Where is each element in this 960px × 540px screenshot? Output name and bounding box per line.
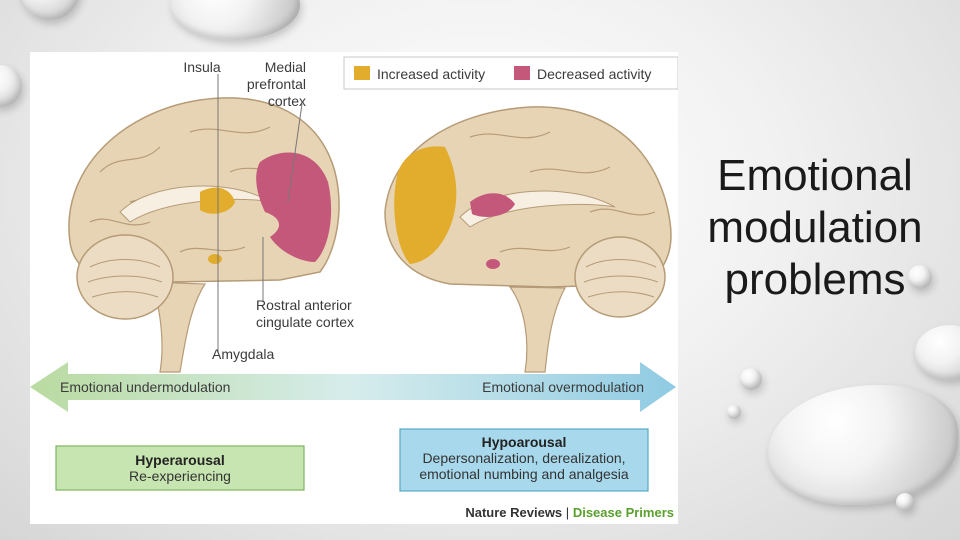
water-drop-decoration: [20, 0, 80, 20]
water-drop-decoration: [908, 265, 932, 289]
slide-title: Emotional modulation problems: [707, 151, 923, 304]
right-amygdala-region: [486, 259, 500, 269]
left-amygdala-region: [208, 254, 222, 264]
hypoarousal-text: Hypoarousal Depersonalization, derealiza…: [400, 434, 648, 482]
right-cerebellum-folia: [583, 259, 659, 298]
double-arrow-shape: [30, 362, 676, 412]
legend-label-increased: Increased activity: [377, 66, 485, 82]
label-amygdala: Amygdala: [212, 346, 274, 362]
label-racc-line2: cingulate cortex: [256, 314, 354, 330]
hyperarousal-text: Hyperarousal Re-experiencing: [56, 452, 304, 484]
label-mpfc-line1: Medial: [265, 59, 306, 75]
right-cerebellum: [574, 236, 666, 318]
credit-publisher: Nature Reviews: [465, 505, 563, 520]
water-drop-decoration: [727, 405, 741, 419]
hypoarousal-title: Hypoarousal: [481, 434, 567, 450]
hypoarousal-box: [399, 428, 649, 492]
legend-label-decreased: Decreased activity: [537, 66, 651, 82]
modulation-arrow: Emotional undermodulation Emotional over…: [30, 362, 676, 412]
right-brain-gyri: [469, 131, 656, 253]
legend-frame: [343, 56, 678, 90]
left-mpfc-region: [256, 152, 332, 262]
legend: Increased activity Decreased activity: [343, 56, 678, 90]
left-cerebellum-folia: [87, 259, 163, 298]
water-drop-decoration: [896, 493, 914, 511]
label-racc-line1: Rostral anterior: [256, 297, 352, 313]
hyperarousal-line1: Re-experiencing: [129, 468, 231, 484]
water-drop-decoration: [915, 325, 960, 380]
brain-diagram-svg: Insula Medial prefrontal cortex Rostral …: [30, 56, 678, 492]
hypoarousal-line2: emotional numbing and analgesia: [419, 466, 629, 482]
legend-swatch-increased: [354, 66, 370, 80]
water-drop-decoration: [768, 385, 958, 505]
hypoarousal-line1: Depersonalization, derealization,: [422, 450, 626, 466]
left-brain: [68, 74, 340, 373]
brain-diagram-figure: Insula Medial prefrontal cortex Rostral …: [30, 52, 678, 524]
right-insula-region: [470, 193, 515, 217]
mpfc-leader-line: [287, 103, 303, 203]
arrow-right-label: Emotional overmodulation: [482, 379, 644, 395]
label-mpfc-line3: cortex: [268, 93, 306, 109]
label-mpfc-line2: prefrontal: [247, 76, 306, 92]
left-cerebellum: [76, 234, 174, 320]
hyperarousal-title: Hyperarousal: [135, 452, 225, 468]
credit-series: Disease Primers: [572, 505, 674, 520]
water-drop-decoration: [0, 65, 22, 107]
water-drop-decoration: [740, 368, 762, 390]
hyperarousal-box: [55, 445, 305, 491]
right-brain: [384, 106, 672, 373]
label-insula: Insula: [183, 59, 221, 75]
figure-credit: Nature Reviews | Disease Primers: [465, 505, 674, 520]
arrow-left-label: Emotional undermodulation: [60, 379, 230, 395]
right-mpfc-region: [394, 146, 457, 264]
right-brainstem: [508, 286, 566, 373]
credit-separator: |: [565, 505, 570, 520]
water-drop-decoration: [170, 0, 300, 40]
legend-swatch-decreased: [514, 66, 530, 80]
